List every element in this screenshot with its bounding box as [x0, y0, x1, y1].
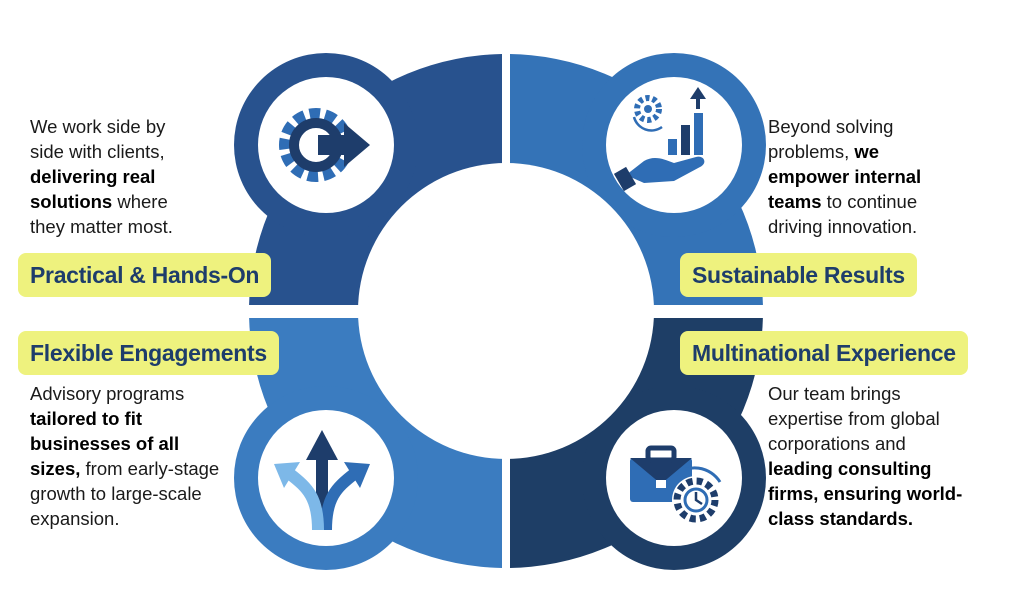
desc-line: growth to large-scale [30, 483, 202, 504]
label-practical: Practical & Hands-On [18, 253, 272, 297]
desc-line: class standards. [768, 508, 913, 529]
desc-line: problems, we [768, 141, 880, 162]
label-sustainable: Sustainable Results [680, 253, 917, 297]
desc-line: solutions where [30, 191, 168, 212]
desc-line: delivering real [30, 166, 156, 187]
desc-line: firms, ensuring world- [768, 483, 963, 504]
desc-line: teams to continue [768, 191, 918, 212]
briefcase-clock-icon [630, 445, 722, 524]
growth-hand-icon [613, 87, 706, 192]
desc-sustainable: Beyond solving problems, we empower inte… [768, 114, 921, 239]
desc-practical: We work side by side with clients, deliv… [30, 114, 173, 239]
desc-flexible: Advisory programs tailored to fit busine… [30, 381, 219, 531]
gear-arrow-icon [279, 108, 370, 182]
desc-line: Advisory programs [30, 383, 185, 404]
desc-multinational: Our team brings expertise from global co… [768, 381, 962, 531]
desc-line: corporations and [768, 433, 906, 454]
desc-line: empower internal [768, 166, 922, 187]
desc-line: leading consulting [768, 458, 932, 479]
split-arrows-icon [274, 430, 370, 531]
desc-line: businesses of all [30, 433, 180, 454]
desc-line: expansion. [30, 508, 120, 529]
desc-line: Beyond solving [768, 116, 894, 137]
desc-line: side with clients, [30, 141, 165, 162]
desc-line: We work side by [30, 116, 166, 137]
desc-line: driving innovation. [768, 216, 918, 237]
desc-line: expertise from global [768, 408, 940, 429]
desc-line: they matter most. [30, 216, 173, 237]
desc-line: tailored to fit [30, 408, 143, 429]
desc-line: sizes, from early-stage [30, 458, 220, 479]
desc-line: Our team brings [768, 383, 901, 404]
label-multinational: Multinational Experience [680, 331, 968, 375]
label-flexible: Flexible Engagements [18, 331, 279, 375]
